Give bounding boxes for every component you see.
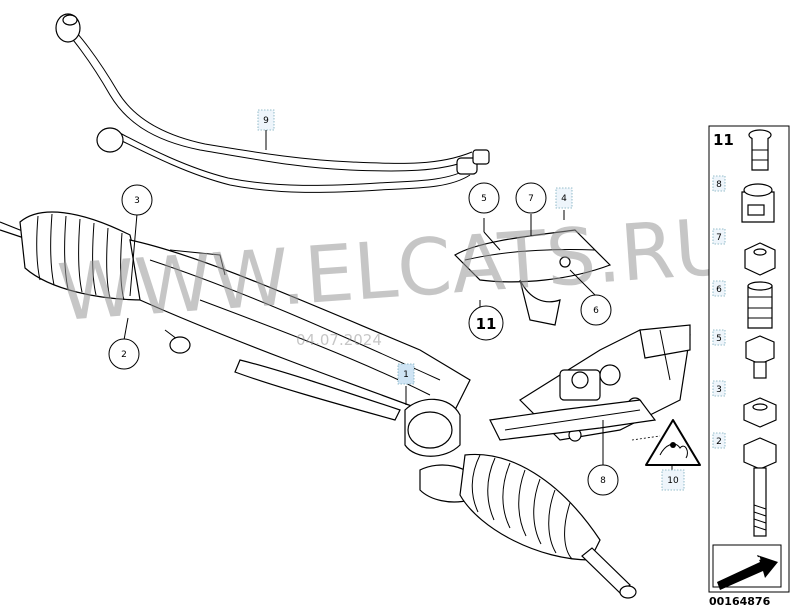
svg-text:8: 8 [600, 476, 606, 486]
watermark-date: 04.07.2024 [296, 331, 382, 349]
svg-text:8: 8 [716, 180, 722, 190]
legend-panel: 11 8 7 6 [708, 125, 790, 593]
watermark-text: WWW.ELCATS.RU [55, 202, 735, 339]
svg-text:7: 7 [716, 233, 722, 243]
legend-item-6[interactable]: 6 [712, 280, 773, 329]
svg-text:10: 10 [667, 476, 679, 486]
warning-label-part-10[interactable] [645, 419, 701, 466]
diagram-id: 00164876 [709, 595, 771, 608]
callout-11[interactable]: 11 [468, 305, 504, 341]
svg-text:4: 4 [561, 194, 567, 204]
legend-item-8[interactable]: 8 [712, 175, 775, 223]
callout-1[interactable]: 1 [397, 363, 415, 385]
svg-text:6: 6 [716, 285, 722, 295]
svg-text:5: 5 [716, 334, 722, 344]
callout-4[interactable]: 4 [555, 187, 573, 209]
svg-text:5: 5 [481, 194, 487, 204]
svg-text:2: 2 [716, 437, 722, 447]
legend-item-5[interactable]: 5 [712, 329, 775, 379]
svg-text:3: 3 [134, 196, 140, 206]
svg-text:3: 3 [716, 385, 722, 395]
callout-2[interactable]: 2 [108, 338, 140, 370]
svg-text:7: 7 [528, 194, 534, 204]
leader-lines [123, 130, 673, 472]
svg-text:2: 2 [121, 350, 127, 360]
callout-9[interactable]: 9 [257, 109, 275, 131]
callout-6[interactable]: 6 [580, 294, 612, 326]
arrow-icon [712, 544, 782, 590]
callout-3[interactable]: 3 [121, 184, 153, 216]
hydraulic-line-part-9[interactable] [55, 13, 490, 193]
callout-10[interactable]: 10 [661, 469, 685, 491]
bracket-part-8[interactable] [489, 399, 657, 441]
svg-text:6: 6 [593, 306, 599, 316]
legend-rivet-nut-11[interactable] [748, 129, 772, 171]
legend-header: 11 [713, 131, 734, 149]
legend-item-2[interactable]: 2 [712, 432, 777, 537]
svg-text:1: 1 [403, 370, 409, 380]
svg-text:9: 9 [263, 116, 269, 126]
callout-5[interactable]: 5 [468, 182, 500, 214]
legend-item-3[interactable]: 3 [712, 380, 777, 428]
svg-text:11: 11 [476, 315, 497, 333]
callout-8[interactable]: 8 [587, 464, 619, 496]
callout-7[interactable]: 7 [515, 182, 547, 214]
legend-item-7[interactable]: 7 [712, 228, 776, 276]
